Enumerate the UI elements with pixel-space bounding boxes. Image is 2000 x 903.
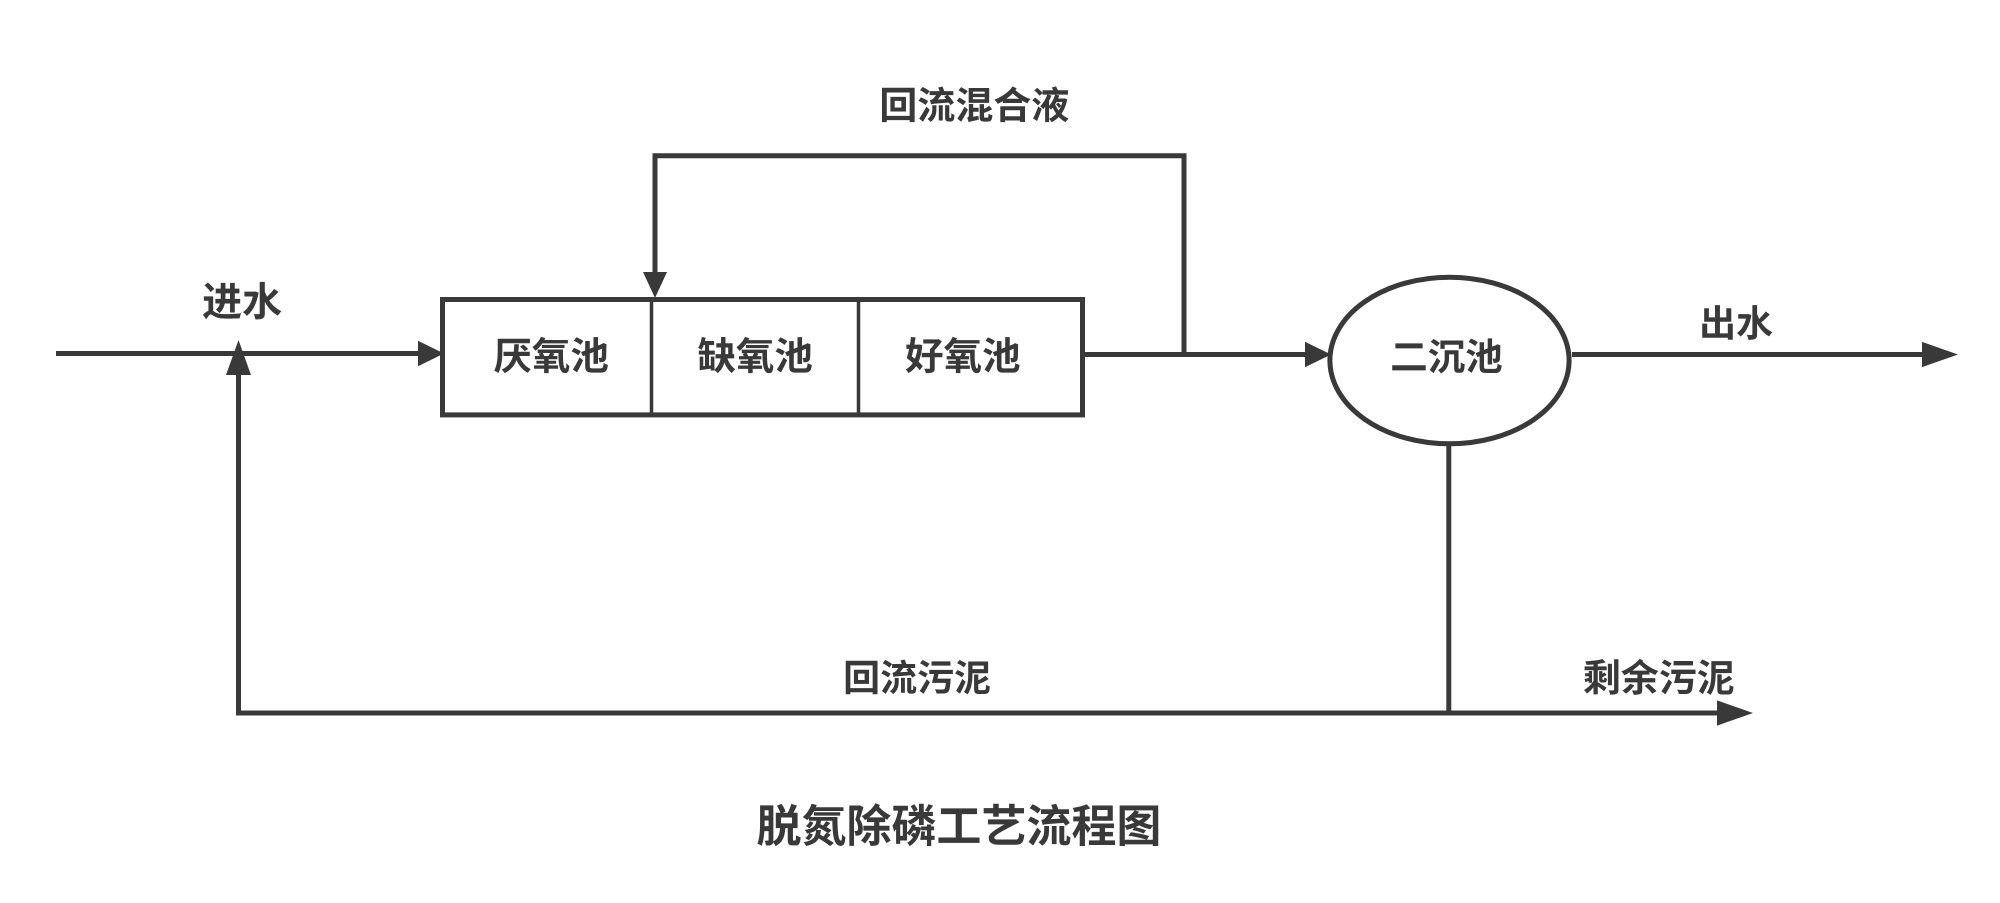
glyph-水 (242, 281, 282, 320)
glyph-缺 (698, 336, 736, 374)
glyph-好 (905, 337, 943, 374)
glyph-厌 (494, 338, 531, 374)
glyph-图 (1119, 805, 1159, 847)
return-sludge-line (236, 372, 1718, 716)
label-excess-sludge (1584, 658, 1734, 695)
glyph-池 (1466, 338, 1502, 373)
excess-sludge-arrowhead-icon (1717, 700, 1753, 726)
return-mixed-liquor-arrowhead-icon (643, 272, 667, 298)
node-label-anaerobic-tank (494, 336, 608, 374)
glyph-流 (881, 659, 917, 695)
return-sludge-arrowhead-icon (226, 340, 251, 375)
label-return-mixed-liquor (881, 86, 1069, 123)
glyph-二 (1392, 343, 1426, 371)
diagram-title (757, 803, 1159, 847)
glyph-混 (956, 87, 993, 123)
glyph-氧 (532, 336, 570, 374)
label-return-sludge (845, 659, 990, 695)
glyph-泥 (955, 659, 990, 695)
glyph-程 (1072, 804, 1116, 847)
label-effluent (1702, 305, 1773, 340)
effluent-arrowhead-icon (1922, 341, 1958, 368)
label-influent (203, 281, 282, 320)
glyph-余 (1621, 658, 1659, 695)
glyph-工 (938, 808, 980, 843)
glyph-池 (983, 337, 1020, 373)
glyph-流 (1027, 803, 1071, 846)
node-label-secondary-clarifier (1392, 338, 1502, 374)
glyph-出 (1702, 305, 1733, 340)
influent-arrowhead-icon (418, 340, 444, 367)
flow-connectors (56, 153, 1958, 726)
glyph-氧 (736, 336, 774, 374)
glyph-磷 (892, 803, 936, 847)
node-label-aerobic-tank (905, 336, 1020, 374)
node-label-anoxic-tank (698, 336, 812, 374)
glyph-流 (918, 86, 955, 122)
glyph-液 (1032, 86, 1069, 123)
glyph-艺 (983, 803, 1025, 845)
glyph-池 (775, 337, 812, 373)
glyph-回 (881, 87, 915, 123)
glyph-进 (203, 282, 242, 320)
glyph-污 (1660, 659, 1696, 695)
glyph-回 (845, 660, 878, 695)
glyph-沉 (1428, 338, 1465, 374)
glyph-氮 (802, 803, 846, 847)
glyph-脱 (757, 803, 801, 847)
labels (203, 86, 1773, 847)
return-mixed-liquor-line (652, 153, 1187, 355)
clarifier-arrowhead-icon (1305, 341, 1331, 368)
glyph-合 (994, 86, 1031, 123)
glyph-污 (918, 660, 953, 694)
glyph-池 (571, 337, 608, 373)
glyph-剩 (1584, 659, 1619, 695)
glyph-除 (849, 803, 891, 846)
node-secondary-clarifier (1327, 274, 1572, 447)
glyph-泥 (1697, 659, 1734, 695)
glyph-水 (1736, 305, 1773, 340)
glyph-氧 (944, 336, 982, 374)
